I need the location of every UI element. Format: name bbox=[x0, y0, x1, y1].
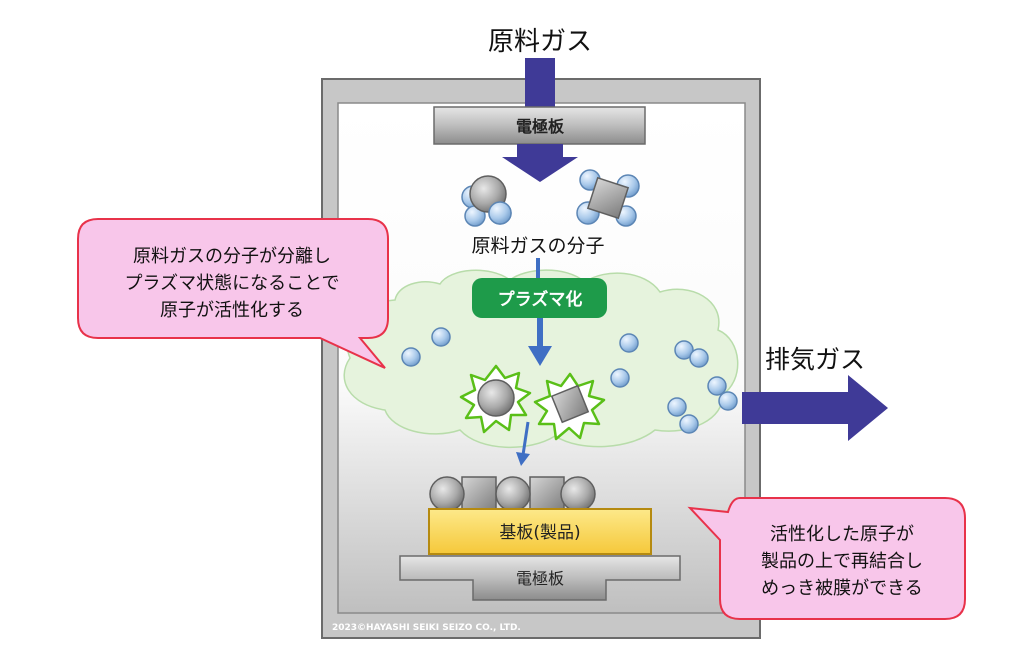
molecule-square bbox=[576, 169, 640, 227]
plasma-arrow-head bbox=[528, 346, 552, 366]
plasma-badge-label: プラズマ化 bbox=[498, 289, 583, 310]
plasma-badge bbox=[472, 278, 607, 318]
input-gas-label: 原料ガス bbox=[488, 27, 592, 57]
bottom-electrode-label: 電極板 bbox=[516, 569, 564, 588]
activated-square bbox=[533, 372, 606, 441]
right-callout-line-1: 活性化した原子が bbox=[770, 524, 914, 545]
right-callout-line-3: めっき被膜ができる bbox=[761, 578, 923, 599]
left-callout-line-3: 原子が活性化する bbox=[160, 300, 304, 321]
left-callout-line-2: プラズマ状態になることで bbox=[124, 273, 339, 294]
left-callout bbox=[77, 218, 389, 369]
top-electrode-label: 電極板 bbox=[516, 117, 565, 136]
free-atoms bbox=[401, 327, 738, 434]
substrate bbox=[428, 508, 652, 555]
molecule-sphere bbox=[461, 175, 512, 227]
gas-inlet-arrow bbox=[525, 58, 555, 110]
deposition-arrow-stem bbox=[521, 421, 530, 456]
right-callout bbox=[687, 497, 966, 620]
bottom-electrode bbox=[399, 555, 681, 601]
gas-flow-arrow bbox=[502, 144, 578, 182]
left-callout-line-1: 原料ガスの分子が分離し bbox=[133, 246, 331, 267]
exhaust-gas-label: 排気ガス bbox=[765, 345, 865, 374]
activated-sphere bbox=[459, 364, 532, 434]
right-callout-line-2: 製品の上で再結合し bbox=[761, 551, 923, 572]
exhaust-arrow bbox=[742, 375, 888, 441]
deposited-film bbox=[429, 476, 596, 512]
deposition-arrow-head bbox=[516, 452, 530, 466]
molecule-caption: 原料ガスの分子 bbox=[471, 235, 604, 257]
substrate-label: 基板(製品) bbox=[499, 523, 580, 543]
copyright: 2023©HAYASHI SEIKI SEIZO CO., LTD. bbox=[332, 623, 521, 633]
